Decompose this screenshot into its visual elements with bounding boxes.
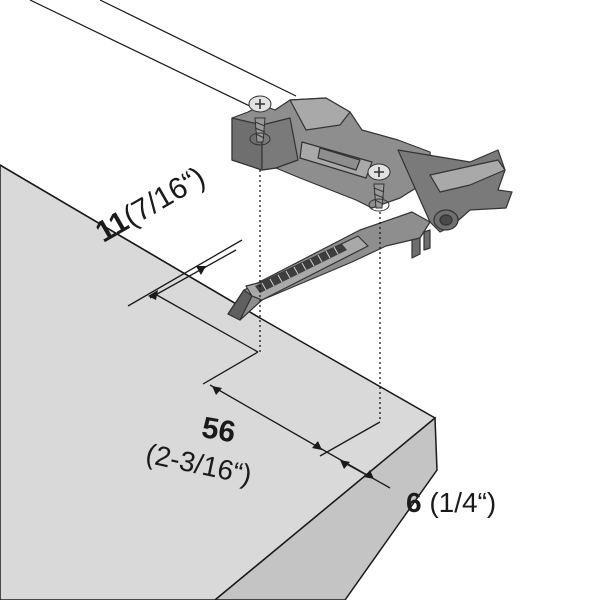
dim-edge-imperial: (1/4“): [429, 487, 496, 518]
screw-right: [367, 163, 391, 212]
mounting-bracket: [227, 97, 513, 321]
dim-depth-imperial: (7/16“): [118, 161, 211, 234]
drill-projection-lines: [259, 170, 381, 422]
svg-text:11(7/16“): 11(7/16“): [90, 161, 210, 250]
rack-teeth: [255, 244, 347, 293]
panel-side-face: [213, 416, 438, 600]
dim-depth: 11(7/16“): [90, 161, 210, 250]
dim-edge-value: 6: [406, 487, 422, 518]
svg-text:6 (1/4“): 6 (1/4“): [406, 487, 496, 518]
top-extension-lines: [29, 0, 297, 111]
dim-edge: 6 (1/4“): [406, 487, 496, 518]
panel: [0, 164, 438, 600]
screw-left: [248, 95, 272, 146]
dimension-lines: [127, 239, 391, 489]
dim-spacing-value: 56: [199, 411, 238, 449]
arrow-heads: [148, 266, 374, 479]
